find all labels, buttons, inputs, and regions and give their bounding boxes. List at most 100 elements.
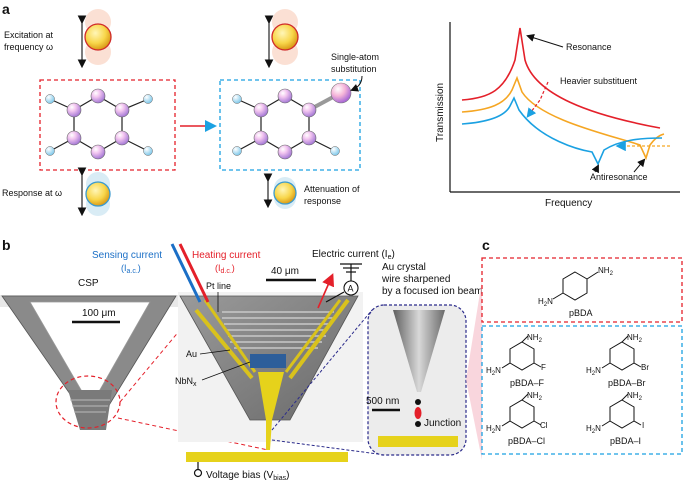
heavier-label: Heavier substituent (560, 76, 638, 86)
sensing-wire (170, 243, 202, 303)
heating-current-symbol: (Id.c.) (215, 263, 235, 275)
sensing-current-label: Sensing current (92, 250, 162, 261)
junction-molecule (414, 407, 422, 419)
excitation-label-1: Excitation at (4, 30, 54, 40)
junction-atom-top (415, 399, 421, 405)
scale-40-label: 40 μm (271, 266, 299, 277)
au-label: Au (186, 349, 197, 359)
electric-current-label: Electric current (Ie) (312, 249, 395, 261)
inset-line-2 (271, 439, 379, 455)
pbda-br-structure (601, 335, 642, 371)
resonance-arrow (526, 33, 564, 48)
panel-a-label: a (2, 1, 10, 17)
pbda-cl-sub: Cl (540, 421, 548, 430)
pbda-name: pBDA (569, 308, 593, 318)
au-pointer (199, 349, 231, 355)
nbnx-pointer (201, 361, 251, 381)
pbda-i-structure (601, 393, 642, 429)
au-crystal-label-3: by a focused ion beam (382, 286, 483, 297)
electric-wire (325, 291, 345, 303)
ground-symbol (340, 263, 362, 282)
pbda-f-nh2: NH2 (527, 333, 543, 344)
pbda-cl-h2n: H2N (486, 424, 501, 435)
csp-image: CSP 100 μm (0, 278, 180, 430)
au-crystal-label-1: Au crystal (382, 262, 426, 273)
pbda-i-h2n: H2N (586, 424, 601, 435)
heating-current-label: Heating current (192, 250, 261, 261)
curve-orange (461, 75, 665, 161)
response-atom (85, 172, 111, 216)
substituted-box (481, 325, 683, 455)
au-crystal-tip (393, 310, 445, 392)
substituent-atom (330, 82, 352, 104)
pbda-br-h2n: H2N (586, 366, 601, 377)
excitation-atom (84, 9, 112, 65)
junction-electrode (378, 436, 458, 447)
molecule-right-box (219, 79, 361, 171)
panel-c-label: c (482, 237, 490, 253)
junction-label: Junction (424, 418, 461, 429)
plot-ylabel: Transmission (435, 83, 446, 142)
pbda-br-name: pBDA–Br (608, 378, 646, 388)
scale-100-label: 100 μm (82, 308, 116, 319)
nbnx-label: NbNx (175, 376, 197, 388)
pt-line-label: Pt line (206, 281, 231, 291)
pink-zoom-cone (466, 280, 482, 460)
ammeter-label: A (348, 284, 354, 294)
electric-arrow (317, 273, 335, 309)
pbda-i-nh2: NH2 (627, 391, 643, 402)
zoom-line-2 (117, 417, 269, 451)
curve-red (461, 27, 661, 129)
single-atom-pointer (350, 75, 363, 92)
au-tip-wire (258, 372, 284, 450)
single-atom-label-2: substitution (331, 64, 377, 74)
response-label: Response at ω (2, 188, 62, 198)
pbda-cl-nh2: NH2 (527, 391, 543, 402)
pbda-cl-name: pBDA–Cl (508, 436, 545, 446)
voltage-bias-electrode (186, 452, 348, 462)
pbda-h2n: H2N (538, 297, 553, 308)
molecule-left-box (39, 79, 176, 171)
molecule-left (39, 79, 176, 171)
attenuation-label-1: Attenuation of (304, 184, 360, 194)
pbda-structure (552, 271, 599, 301)
nbnx-block (250, 354, 286, 368)
pbda-br-nh2: NH2 (627, 333, 643, 344)
pbda-br-sub: Br (641, 363, 649, 372)
voltage-bias-terminal[interactable] (193, 468, 203, 478)
au-crystal-label-2: wire sharpened (381, 274, 450, 285)
molecule-right (219, 79, 361, 171)
inset-line-1 (271, 309, 373, 431)
voltage-bias-label: Voltage bias (Vbias) (206, 470, 289, 482)
pbda-f-h2n: H2N (486, 366, 501, 377)
pbda-i-name: pBDA–I (610, 436, 641, 446)
csp-label: CSP (78, 278, 99, 289)
transmission-plot: Transmission Frequency Resonance Heavier… (435, 22, 680, 209)
antiresonance-label: Antiresonance (590, 172, 648, 182)
pbda-cl-structure (501, 393, 542, 429)
ammeter-circle[interactable] (343, 280, 359, 296)
sensing-current-symbol: (Ia.c.) (121, 263, 141, 275)
au-crystal-inset: 500 nm Junction (366, 304, 467, 456)
chip-image: Pt line 40 μm Au NbNx (175, 266, 363, 450)
pbda-i-sub: I (642, 421, 644, 430)
pbda-f-structure (501, 335, 542, 371)
heavier-arrow (526, 81, 549, 118)
scale-500-label: 500 nm (366, 396, 399, 407)
response-atom-right (273, 177, 297, 209)
pbda-nh2: NH2 (598, 266, 614, 277)
excitation-label-2: frequency ω (4, 42, 53, 52)
heating-wire (178, 243, 210, 303)
resonance-label: Resonance (566, 42, 612, 52)
pbda-box (481, 257, 683, 323)
single-atom-label-1: Single-atom (331, 52, 379, 62)
antiresonance-arrow-2 (633, 158, 646, 173)
pbda-f-sub: F (541, 363, 546, 372)
pbda-f-name: pBDA–F (510, 378, 545, 388)
curve-blue (461, 96, 663, 166)
panel-b-label: b (2, 237, 11, 253)
excitation-atom-right (271, 9, 299, 65)
junction-atom-bottom (415, 421, 421, 427)
plot-xlabel: Frequency (545, 198, 592, 209)
